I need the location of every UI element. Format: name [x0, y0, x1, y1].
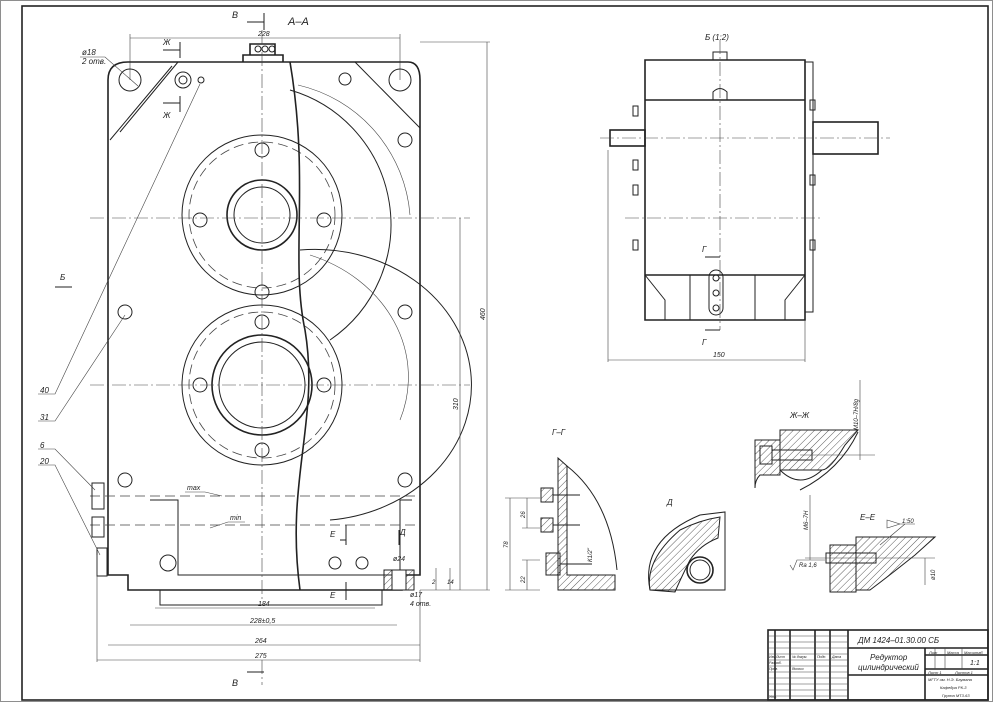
section-mark-g-top: Г — [702, 245, 707, 254]
dim-460: 460 — [480, 308, 487, 320]
student-group: Группа МТ3-63 — [942, 693, 970, 698]
dim-26: 26 — [521, 511, 527, 519]
section-mark-top: В — [232, 10, 238, 20]
title-block: ДМ 1424–01.30.00 СБ Редуктор цилиндричес… — [767, 629, 989, 701]
section-gg-title: Г–Г — [552, 428, 566, 437]
main-view: В А–А 228 max min ø18 2 отв. Ж Ж Б 40 31… — [38, 10, 490, 688]
view-mark-d: Д — [399, 528, 406, 537]
hdr-sign: Подп. — [817, 655, 826, 659]
drawing-designation: ДМ 1424–01.30.00 СБ — [857, 636, 939, 645]
dim-228-tol: 228±0,5 — [249, 618, 275, 625]
drawing-frame — [21, 5, 989, 701]
thread-k12: К1/2" — [588, 547, 594, 562]
hdr-date: Дата — [831, 655, 841, 659]
row-approve: Утв. — [769, 695, 777, 699]
row-checker: Пров. — [769, 667, 778, 671]
section-mark-e-bottom: Е — [330, 591, 336, 600]
section-zhzh: Ж–Ж М10–7Н/8g — [754, 380, 875, 491]
dim-184: 184 — [258, 601, 270, 608]
position-31: 31 — [40, 413, 49, 422]
position-40: 40 — [40, 386, 49, 395]
dim-2: 2 — [431, 580, 436, 586]
hdr-izm: Изм — [769, 655, 776, 659]
hdr-doc: № докум. — [792, 655, 807, 659]
sheet-count: Листов 1 — [954, 670, 973, 675]
hole-count-label: 2 отв. — [81, 57, 106, 66]
organization: МГТУ им. Н.Э. Баумана — [928, 677, 973, 682]
row-developer: Разраб. — [769, 661, 782, 665]
position-20: 20 — [39, 457, 49, 466]
side-view-title: Б (1:2) — [705, 33, 729, 42]
dim-d17-count: 4 отв. — [410, 601, 431, 608]
dim-78: 78 — [504, 541, 510, 548]
position-6: 6 — [40, 441, 45, 450]
oil-level-max: max — [187, 485, 201, 492]
col-lit: Лит — [928, 650, 938, 655]
thread-m6: М6–7Н — [804, 510, 810, 530]
section-mark-e-top: Е — [330, 530, 336, 539]
col-scale: Масштаб — [964, 650, 983, 655]
section-mark-zh-bottom: Ж — [162, 111, 171, 120]
dim-d17: ø17 — [410, 592, 423, 599]
scale-value: 1:1 — [970, 660, 980, 667]
section-gg: Г–Г 78 26 22 К1/2" — [504, 428, 618, 591]
section-ee-title: Е–Е — [860, 513, 876, 522]
drawing-name-line1: Редуктор — [870, 653, 908, 662]
dim-14: 14 — [447, 580, 454, 586]
dim-d10: ø10 — [931, 569, 937, 580]
thread-m10: М10–7Н/8g — [854, 398, 860, 430]
side-view: Б (1:2) Г Г 150 — [600, 33, 890, 362]
taper-1-50: 1:50 — [902, 519, 914, 525]
col-mass: Масса — [947, 650, 960, 655]
sheet-number: Лист 1 — [927, 670, 942, 675]
hdr-list: Лист — [775, 655, 785, 659]
dim-150: 150 — [713, 352, 725, 359]
view-d: Д — [648, 498, 726, 593]
dim-310: 310 — [453, 398, 460, 410]
dim-top-228: 228 — [257, 31, 270, 38]
view-d-title: Д — [666, 498, 673, 507]
hole-diameter-label: ø18 — [82, 48, 96, 57]
section-mark-zh-top: Ж — [162, 38, 171, 47]
section-ee: Е–Е М6–7Н 1:50 Ra 1,6 ø10 — [789, 495, 937, 593]
dim-22: 22 — [521, 576, 527, 584]
oil-level-min: min — [230, 515, 241, 522]
section-zhzh-title: Ж–Ж — [789, 411, 810, 420]
section-title-aa: А–А — [287, 16, 309, 28]
dim-264: 264 — [254, 638, 267, 645]
drawing-name-line2: цилиндрический — [858, 663, 919, 672]
developer-name: Якович — [791, 667, 804, 671]
department: Кафедра РК-3 — [940, 685, 967, 690]
section-mark-g-bottom: Г — [702, 338, 707, 347]
dim-275: 275 — [254, 653, 267, 660]
view-mark-b: Б — [60, 273, 65, 282]
dim-d24: ø24 — [393, 556, 405, 563]
section-mark-bottom: В — [232, 678, 238, 688]
roughness-ra: Ra 1,6 — [799, 563, 817, 569]
